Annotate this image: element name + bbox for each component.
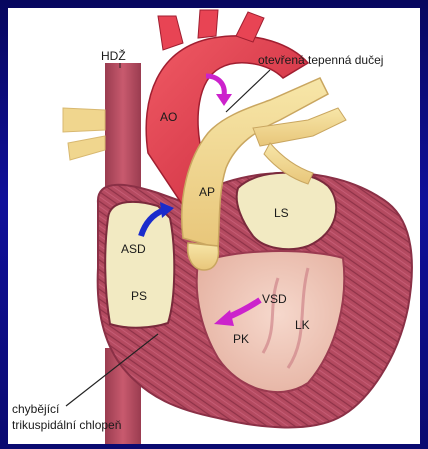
- pulmonary-branch-left: [63, 108, 105, 132]
- heart-diagram: HDŽ otevřená tepenná dučej AO AP LS ASD …: [8, 8, 420, 444]
- label-ls: LS: [274, 206, 289, 220]
- aorta-branch-1: [158, 16, 183, 50]
- label-asd: ASD: [121, 242, 146, 256]
- arrow-magenta-ductus-head: [216, 94, 232, 106]
- right-atrium-chamber: [105, 202, 174, 328]
- label-vsd: VSD: [262, 292, 287, 306]
- label-lk: LK: [295, 318, 310, 332]
- label-ps: PS: [131, 289, 147, 303]
- aorta-branch-2: [198, 10, 218, 38]
- label-valve-line1: chybějící: [12, 402, 60, 416]
- label-valve-line2: trikuspidální chlopeň: [12, 418, 121, 432]
- label-ao: AO: [160, 110, 177, 124]
- label-hdz: HDŽ: [101, 48, 126, 63]
- label-pk: PK: [233, 332, 249, 346]
- label-ductus: otevřená tepenná dučej: [258, 53, 383, 67]
- label-ap: AP: [199, 185, 215, 199]
- pulmonary-branch-left-low: [68, 136, 105, 160]
